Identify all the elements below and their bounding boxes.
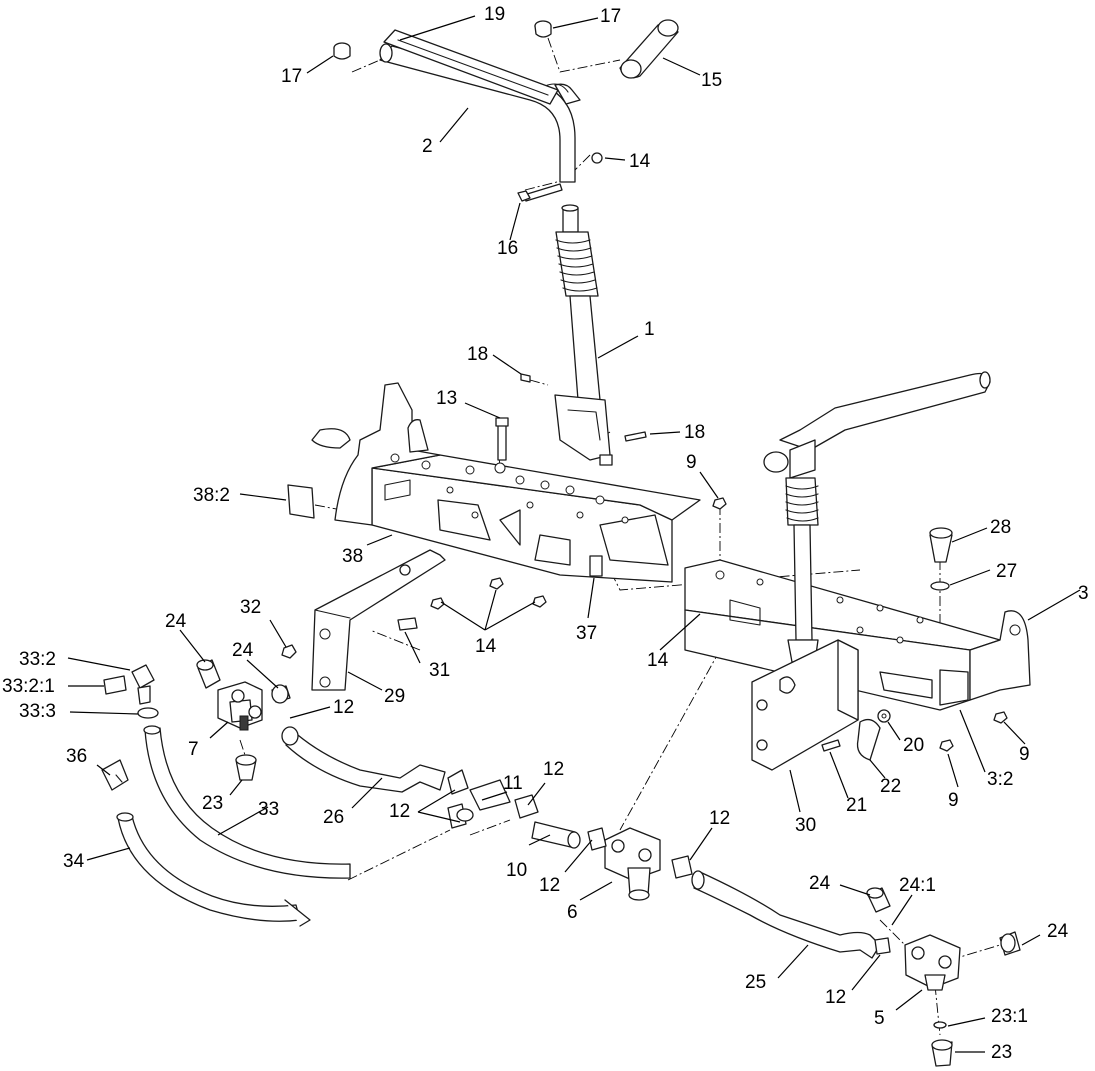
callout-12-left: 12 [333, 697, 354, 718]
valve-7 [196, 659, 291, 781]
callout-33-2-1: 33:2:1 [2, 676, 55, 697]
plate-30 [751, 639, 859, 771]
callout-31: 31 [429, 660, 450, 681]
callout-2: 2 [422, 136, 433, 157]
callout-7: 7 [188, 739, 199, 760]
valve-5 [866, 887, 1021, 1067]
callout-18-left: 18 [467, 344, 488, 365]
callout-26: 26 [323, 807, 344, 828]
bracket-29 [281, 549, 446, 691]
knob-28-washer-27 [929, 527, 953, 591]
callout-32: 32 [240, 597, 261, 618]
clip-36 [101, 759, 129, 791]
fitting-33-2 [103, 664, 159, 719]
decal-38-2 [287, 484, 315, 519]
callout-37: 37 [576, 623, 597, 644]
callout-12-bottom: 12 [825, 987, 846, 1008]
callout-17-right: 17 [600, 6, 621, 27]
callout-12-low: 12 [539, 875, 560, 896]
callout-14-top: 14 [629, 151, 651, 172]
spacer-37 [589, 555, 603, 577]
callout-24-1: 24:1 [899, 875, 936, 896]
callout-9-top: 9 [686, 452, 697, 473]
callout-24-lower: 24 [232, 640, 254, 661]
hose-33 [143, 725, 351, 879]
valve-6 [587, 827, 693, 901]
callout-10: 10 [506, 860, 527, 881]
hose-26 [281, 726, 446, 793]
callout-15: 15 [701, 70, 722, 91]
callout-12-mid: 12 [389, 801, 410, 822]
callout-6: 6 [567, 902, 578, 923]
callout-33: 33 [258, 799, 279, 820]
leader-lines [67, 15, 1081, 1053]
callout-12-mid-right: 12 [543, 759, 564, 780]
callout-22: 22 [880, 776, 901, 797]
callout-30: 30 [795, 815, 816, 836]
plug-17 [333, 20, 552, 60]
callout-36: 36 [66, 746, 87, 767]
callout-18-right: 18 [684, 422, 705, 443]
nuts-9 [939, 711, 1008, 752]
callout-11: 11 [503, 773, 523, 794]
callout-20: 20 [903, 735, 924, 756]
callout-28: 28 [990, 517, 1011, 538]
steering-arm-right [763, 371, 991, 663]
callout-33-2: 33:2 [19, 649, 56, 670]
fittings-11-12 [447, 769, 539, 829]
callout-24-right: 24 [1047, 921, 1069, 942]
frame-38 [311, 382, 701, 583]
bolts-18-13 [495, 373, 647, 461]
callout-labels: 19 17 17 15 2 14 16 1 18 13 18 9 38:2 38… [2, 4, 1089, 1063]
callout-24-upper: 24 [165, 611, 187, 632]
callout-9-low: 9 [948, 790, 959, 811]
callout-38: 38 [342, 546, 363, 567]
callout-9-right: 9 [1019, 744, 1030, 765]
hose-25 [691, 870, 881, 959]
callout-23-1: 23:1 [991, 1006, 1028, 1027]
callout-14-right: 14 [647, 650, 669, 671]
callout-23-right: 23 [991, 1042, 1012, 1063]
callout-17-left: 17 [281, 66, 302, 87]
callout-38-2: 38:2 [193, 485, 230, 506]
callout-24-right-upper: 24 [809, 873, 831, 894]
callout-5: 5 [874, 1008, 885, 1029]
callout-25: 25 [745, 972, 766, 993]
callout-19: 19 [484, 4, 505, 25]
callout-14-mid: 14 [475, 636, 497, 657]
callout-13: 13 [436, 388, 457, 409]
callout-33-3: 33:3 [19, 701, 56, 722]
steering-shaft-1 [554, 204, 613, 466]
callout-27: 27 [996, 561, 1017, 582]
callout-12-right: 12 [709, 808, 730, 829]
callout-21: 21 [846, 795, 867, 816]
callout-23-left: 23 [202, 793, 223, 814]
hose-10 [531, 821, 581, 849]
hose-34 [116, 812, 311, 927]
callout-3-2: 3:2 [987, 769, 1013, 790]
callout-16: 16 [497, 238, 518, 259]
callout-3: 3 [1078, 583, 1089, 604]
grip-19 [383, 29, 559, 105]
callout-29: 29 [384, 686, 405, 707]
callout-34: 34 [63, 851, 85, 872]
callout-1: 1 [644, 319, 655, 340]
bolt-16-nut-14 [517, 152, 603, 202]
grip-cap-15 [619, 19, 679, 79]
